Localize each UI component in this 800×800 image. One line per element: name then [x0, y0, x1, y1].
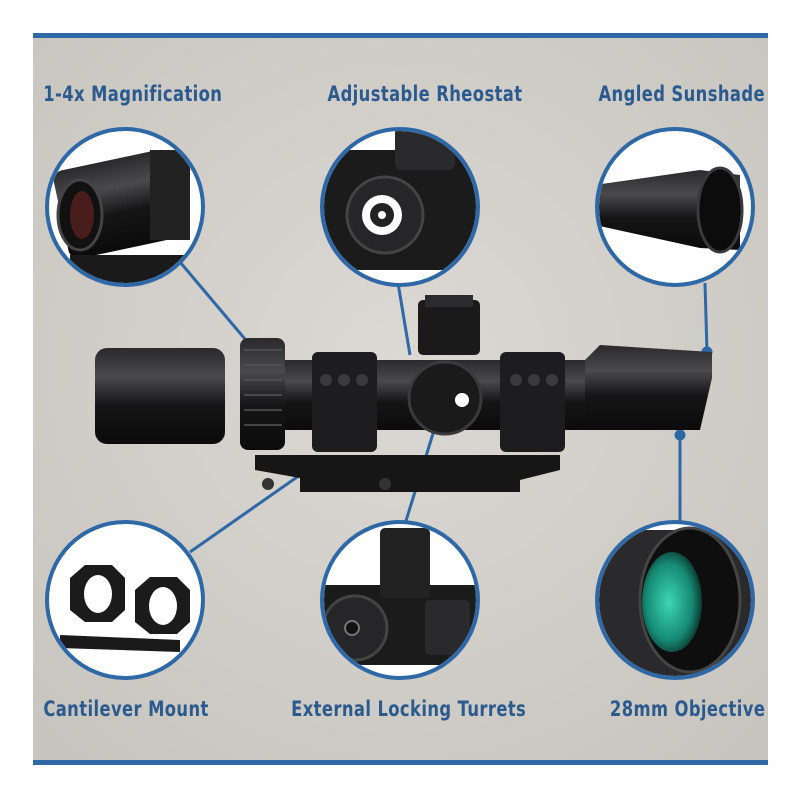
feature-label-turrets: External Locking Turrets — [291, 697, 527, 721]
rheostat-closeup-icon — [320, 127, 480, 287]
feature-label-magnification: 1-4x Magnification — [43, 82, 223, 106]
turret-closeup-icon — [320, 520, 480, 680]
feature-label-objective: 28mm Objective — [609, 697, 766, 721]
sunshade-closeup-icon — [595, 127, 755, 287]
rifle-scope — [95, 295, 712, 492]
bottom-border — [33, 760, 768, 765]
feature-label-rheostat: Adjustable Rheostat — [327, 82, 523, 106]
objective-closeup-icon — [595, 520, 755, 680]
top-border — [33, 33, 768, 38]
feature-label-sunshade: Angled Sunshade — [598, 82, 765, 106]
eyepiece-closeup-icon — [45, 127, 205, 287]
feature-label-mount: Cantilever Mount — [43, 697, 209, 721]
cantilever-mount-base — [255, 455, 560, 492]
mount-closeup-icon — [45, 520, 205, 680]
